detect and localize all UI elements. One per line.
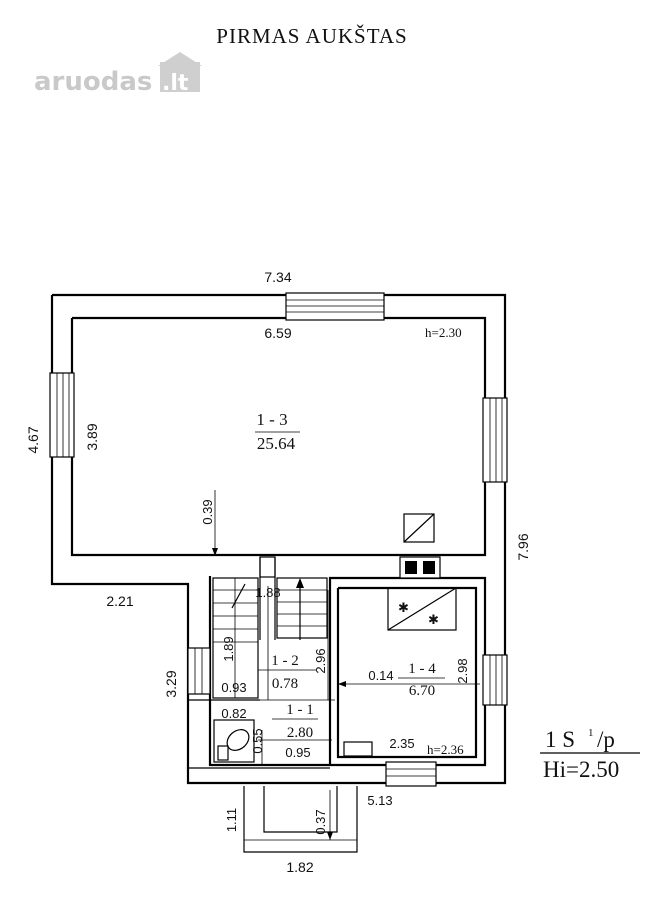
dim-189: 1.89 <box>221 636 236 661</box>
room-1-3-id: 1 - 3 <box>256 410 287 429</box>
dim-right-outer: 7.96 <box>515 533 531 560</box>
room-1-1-id: 1 - 1 <box>286 702 314 718</box>
dim-left-inner: 3.89 <box>84 423 100 450</box>
dim-055: 0.55 <box>250 728 265 753</box>
watermark: aruodas .lt <box>34 52 202 97</box>
watermark-house-icon <box>160 62 200 92</box>
walls <box>50 293 507 785</box>
dimension-lines <box>212 431 480 840</box>
entrance <box>243 786 358 853</box>
legend-sup: 1 <box>588 727 594 739</box>
dim-037: 0.37 <box>313 809 328 834</box>
dim-014: 0.14 <box>368 668 393 683</box>
dim-039: 0.39 <box>200 499 215 524</box>
height-label-1: h=2.30 <box>425 325 462 340</box>
window-bottom <box>385 761 437 787</box>
dim-step-left: 2.21 <box>106 593 133 609</box>
stairs <box>212 577 328 699</box>
boiler <box>403 513 435 543</box>
room-1-2-area: 0.78 <box>272 676 298 692</box>
fixtures: ✱ ✱ <box>213 513 457 763</box>
dim-111: 1.11 <box>224 808 239 832</box>
dim-left-outer: 4.67 <box>25 426 41 453</box>
dim-top-outer: 7.34 <box>264 269 291 285</box>
room-1-2-id: 1 - 2 <box>271 653 299 669</box>
window-stair <box>187 647 211 695</box>
room-1-4-id: 1 - 4 <box>408 661 436 677</box>
dim-235: 2.35 <box>389 736 414 751</box>
svg-text:✱: ✱ <box>398 600 409 615</box>
legend: 1 S 1 /p Hi=2.50 <box>540 727 640 782</box>
room-1-3-area: 25.64 <box>257 434 296 453</box>
dim-298: 2.98 <box>455 658 470 683</box>
dim-left-small: 3.29 <box>163 670 179 697</box>
room-1-1-area: 2.80 <box>287 725 313 741</box>
shower-tray <box>387 587 457 631</box>
dim-093: 0.93 <box>221 680 246 695</box>
watermark-roof-icon <box>158 52 202 66</box>
window-right-lower <box>482 654 508 706</box>
toilet <box>213 719 255 763</box>
dim-188: 1.88 <box>255 585 280 600</box>
height-label-2: h=2.36 <box>427 742 464 757</box>
dim-296: 2.96 <box>313 648 328 673</box>
window-top <box>285 292 385 321</box>
room-1-4-area: 6.70 <box>409 683 435 699</box>
legend-line1: 1 S <box>545 727 575 752</box>
dim-top-inner: 6.59 <box>264 325 291 341</box>
legend-suffix: /p <box>597 727 615 752</box>
windows <box>49 292 508 787</box>
dim-513: 5.13 <box>367 793 392 808</box>
watermark-text: aruodas <box>34 67 152 97</box>
dim-182: 1.82 <box>286 859 313 875</box>
sink <box>343 741 373 757</box>
dim-095: 0.95 <box>285 745 310 760</box>
legend-line2: Hi=2.50 <box>543 757 619 782</box>
plan-title: PIRMAS AUKŠTAS <box>216 24 407 48</box>
watermark-suffix: .lt <box>162 71 189 96</box>
window-right <box>482 397 508 483</box>
window-left <box>49 372 75 458</box>
svg-text:✱: ✱ <box>428 612 439 627</box>
dim-082: 0.82 <box>221 706 246 721</box>
